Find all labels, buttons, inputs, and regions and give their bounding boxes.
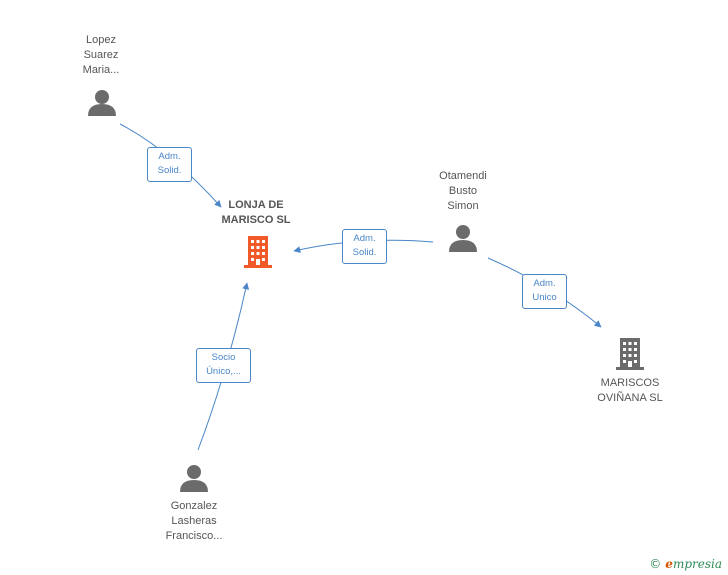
- brand-name: mpresia: [672, 557, 722, 571]
- building-icon[interactable]: [244, 236, 272, 268]
- brand-initial: e: [665, 557, 673, 571]
- copyright-symbol: ©: [649, 557, 662, 571]
- brand-logo[interactable]: ©empresia: [649, 557, 722, 571]
- edge-label-otamendi-lonja: Adm. Solid.: [342, 229, 387, 264]
- building-icon[interactable]: [616, 338, 644, 370]
- edge-label-gonzalez-lonja: Socio Único,...: [196, 348, 251, 383]
- node-label-gonzalez[interactable]: Gonzalez Lasheras Francisco...: [165, 500, 223, 542]
- node-label-mariscos[interactable]: MARISCOS OVIÑANA SL: [597, 377, 663, 404]
- person-icon[interactable]: [449, 225, 477, 252]
- node-label-lonja[interactable]: LONJA DE MARISCO SL: [221, 199, 291, 226]
- node-label-lopez[interactable]: Lopez Suarez Maria...: [82, 34, 120, 76]
- edge-label-otamendi-mariscos: Adm. Unico: [522, 274, 567, 309]
- edge-label-lopez-lonja: Adm. Solid.: [147, 147, 192, 182]
- person-icon[interactable]: [88, 90, 116, 116]
- node-label-otamendi[interactable]: Otamendi Busto Simon: [439, 170, 487, 212]
- person-icon[interactable]: [180, 465, 208, 492]
